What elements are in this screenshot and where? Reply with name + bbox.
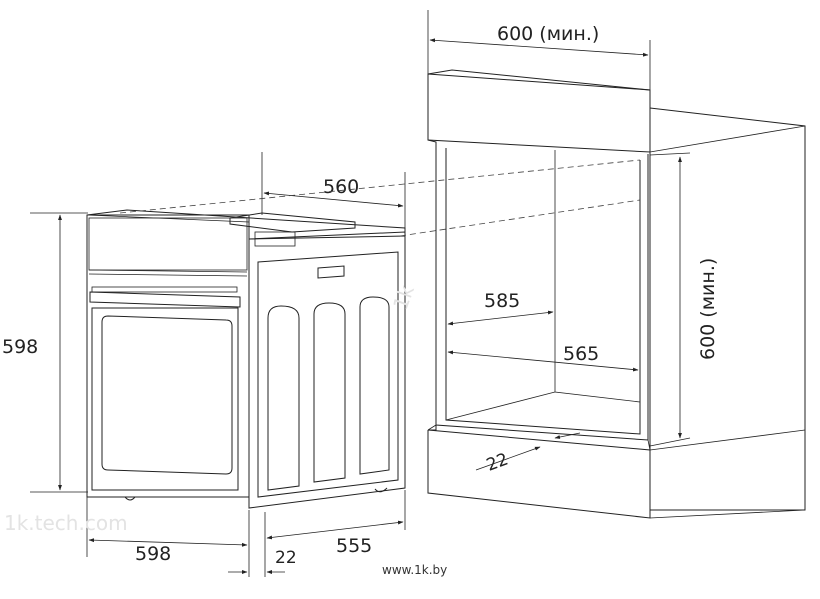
cabinet-top-box-front — [427, 73, 651, 153]
oven-front-face — [86, 214, 250, 498]
oven-dimensions: 598 598 22 555 560 — [2, 152, 641, 577]
oven-foot-left — [124, 496, 136, 501]
oven-foot-right — [374, 487, 388, 493]
cabinet-niche-outer — [435, 142, 649, 441]
oven-control-panel — [88, 217, 248, 271]
cabinet-height-label: 600 (мин.) — [697, 258, 719, 360]
ghost-watermark-left: 1k.tech.com — [4, 511, 128, 535]
site-watermark: www.1k.by — [382, 563, 447, 577]
cabinet-top-box-top — [427, 69, 651, 91]
oven-depth-top-label: 560 — [323, 176, 359, 198]
cabinet-width-label: 600 (мин.) — [497, 23, 599, 45]
oven-door-window — [101, 315, 233, 475]
oven-side-panel-3 — [359, 296, 390, 475]
cabinet-frame — [427, 139, 437, 431]
oven-side-panel-2 — [313, 302, 346, 483]
plinth-gap-label: 22 — [484, 450, 511, 476]
oven-depth-bottom-label: 555 — [336, 535, 372, 557]
oven-height-label: 598 — [2, 336, 38, 358]
oven-door-handle — [89, 291, 241, 308]
cabinet-niche-inner — [445, 148, 641, 435]
cabinet — [427, 69, 806, 519]
niche-width-label: 585 — [484, 290, 520, 312]
ghost-watermark-center: 1k — [388, 282, 419, 313]
cabinet-plinth — [427, 429, 651, 519]
oven-side-panel-1 — [267, 305, 300, 491]
oven — [86, 209, 406, 509]
oven-width-label: 598 — [135, 543, 171, 565]
oven-side-frame — [257, 251, 399, 498]
oven-top-surface — [86, 209, 406, 240]
oven-side-body — [248, 231, 406, 509]
niche-depth-label: 565 — [563, 343, 599, 365]
oven-door — [91, 307, 239, 491]
cabinet-side-top — [649, 107, 806, 511]
oven-panel-thickness-label: 22 — [275, 548, 297, 568]
cabinet-dimensions: 600 (мин.) 600 (мин.) 585 565 22 — [427, 10, 719, 476]
